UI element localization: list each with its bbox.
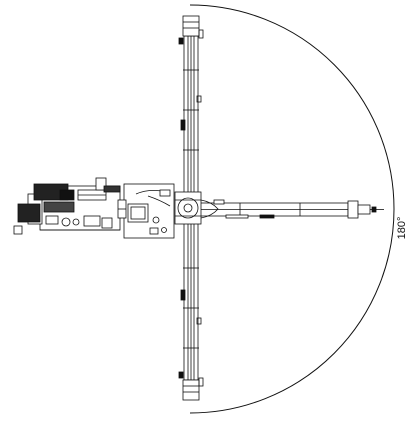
angle-label: 180° (396, 217, 408, 240)
swing-arc (189, 4, 395, 414)
operator-cab (123, 183, 175, 239)
articulation-joint (117, 199, 127, 219)
horizontal-boom (197, 199, 384, 219)
carrier-body (13, 177, 121, 235)
boom-turret (174, 191, 219, 225)
